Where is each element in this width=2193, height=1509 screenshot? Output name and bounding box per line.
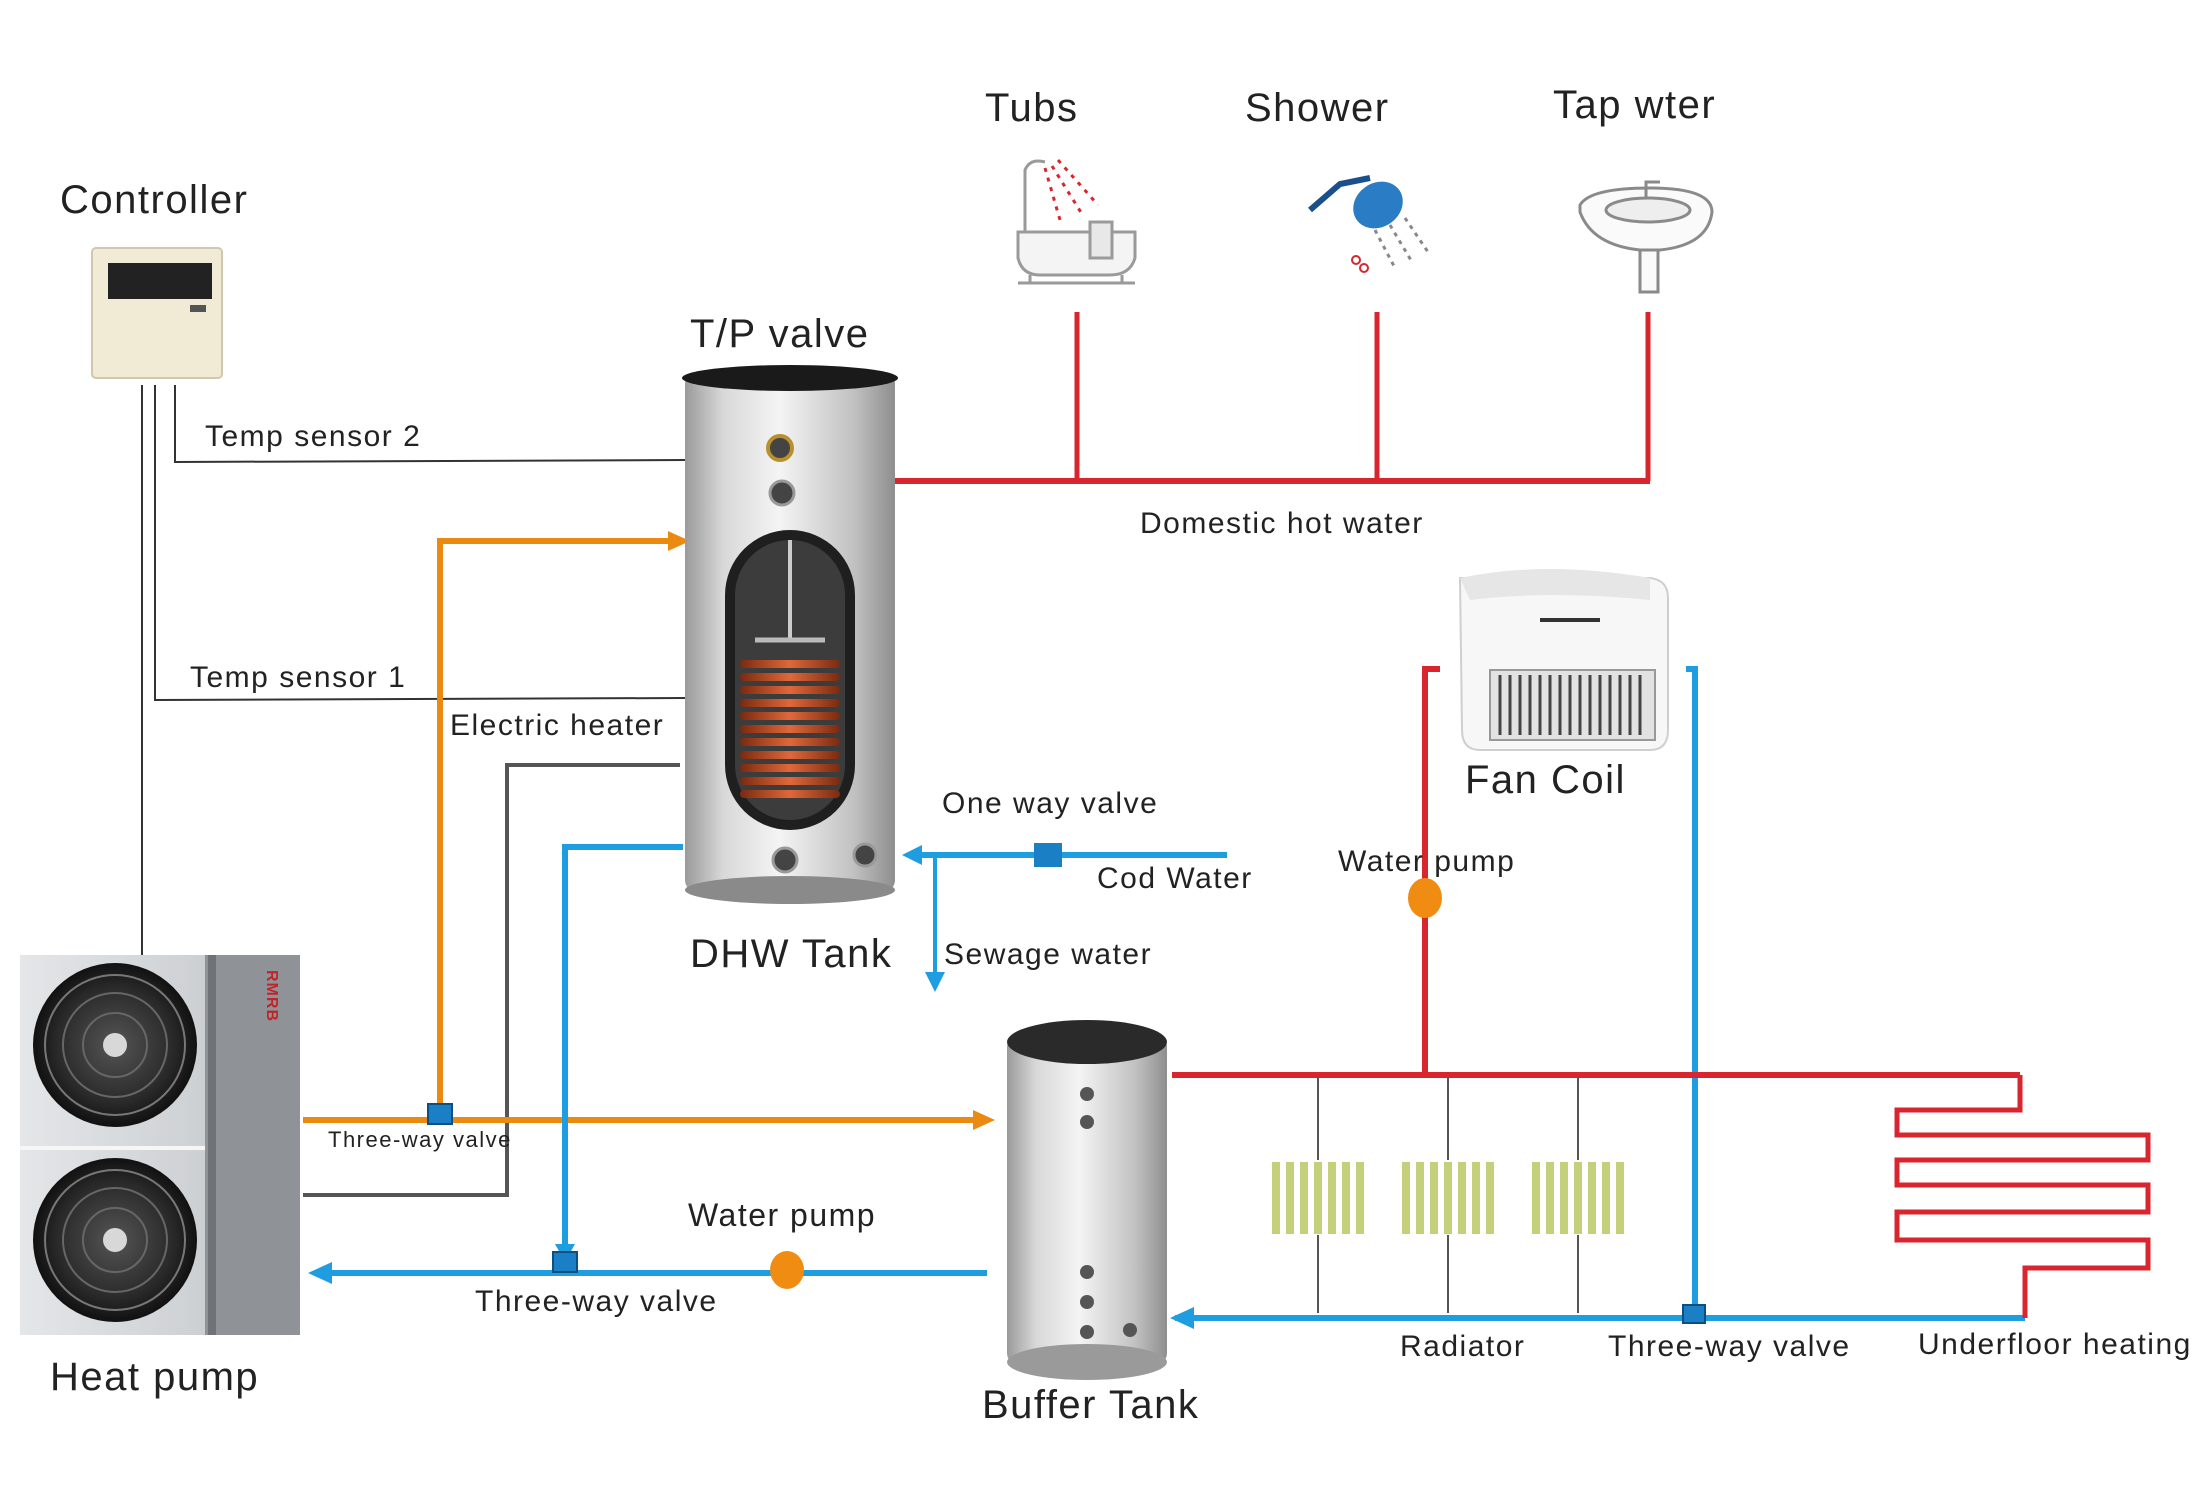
tubs-label: Tubs (985, 86, 1079, 130)
sink-icon (1578, 180, 1714, 294)
return-pipes (328, 666, 2025, 1321)
radiator-icon (1272, 1162, 1624, 1234)
controller-icon (91, 247, 223, 379)
domestic-hot-water-label: Domestic hot water (1140, 507, 1424, 540)
arrow-to-buffer (973, 1110, 995, 1130)
control-wires (141, 385, 686, 955)
brand-logo: RMRB (263, 970, 280, 1022)
dhw-tank-label: DHW Tank (690, 932, 893, 976)
controller-label: Controller (60, 178, 249, 222)
heat-pump-icon (20, 955, 300, 1335)
arrow-sewage (925, 972, 945, 992)
three-way-valve-bottom (552, 1251, 578, 1273)
heat-pump-label: Heat pump (50, 1355, 260, 1399)
temp-sensor-2-wire (174, 385, 686, 464)
electric-heater-label: Electric heater (450, 709, 665, 742)
shower-icon (1308, 175, 1432, 273)
bathtub-icon (1016, 159, 1137, 285)
buffer-tank-icon (1007, 1020, 1167, 1380)
three-way-valve-right (1682, 1304, 1706, 1324)
radiator-branches (1317, 1078, 1579, 1313)
shower-label: Shower (1245, 86, 1390, 130)
tp-valve-label: T/P valve (690, 312, 870, 356)
one-way-valve-label: One way valve (942, 787, 1159, 820)
arrow-to-heat-pump (308, 1262, 332, 1284)
arrow-to-buffer-return (1170, 1307, 1194, 1329)
underfloor-coil-icon (1894, 1075, 2151, 1318)
temp-sensor-2-label: Temp sensor 2 (205, 420, 422, 453)
three-way-valve-bottom-label: Three-way valve (475, 1285, 718, 1318)
underfloor-heating-label: Underfloor heating (1918, 1328, 2192, 1361)
radiator-label: Radiator (1400, 1330, 1526, 1363)
tap-water-label: Tap wter (1553, 83, 1717, 127)
domestic-hot-water-pipes (895, 312, 1651, 484)
arrow-to-dhw-coil (668, 531, 690, 551)
dhw-tank-icon (682, 365, 898, 904)
fan-coil-icon (1458, 569, 1669, 751)
buffer-tank-label: Buffer Tank (982, 1383, 1200, 1427)
temp-sensor-1-wire (154, 385, 686, 702)
three-way-valve-top-label: Three-way valve (328, 1127, 512, 1152)
arrow-cold-into-tank (902, 845, 922, 865)
copper-coil (740, 660, 840, 798)
temp-sensor-1-label: Temp sensor 1 (190, 661, 407, 694)
three-way-valve-right-label: Three-way valve (1608, 1330, 1851, 1363)
water-pump-main-label: Water pump (688, 1197, 877, 1233)
water-pump-fan-coil-label: Water pump (1338, 845, 1516, 878)
water-pump-fan-coil (1408, 878, 1442, 918)
electric-heater-wire (303, 763, 680, 1197)
heating-supply-pipes (1172, 666, 2020, 1078)
three-way-valve-top (427, 1103, 453, 1125)
tp-valve-fitting (766, 434, 794, 462)
fan-coil-label: Fan Coil (1465, 758, 1626, 802)
heating-flow-pipes (303, 538, 980, 1123)
one-way-valve (1034, 843, 1062, 867)
sewage-water-label: Sewage water (944, 938, 1153, 971)
water-pump-main (770, 1251, 804, 1289)
cold-water-label: Cod Water (1097, 862, 1253, 895)
